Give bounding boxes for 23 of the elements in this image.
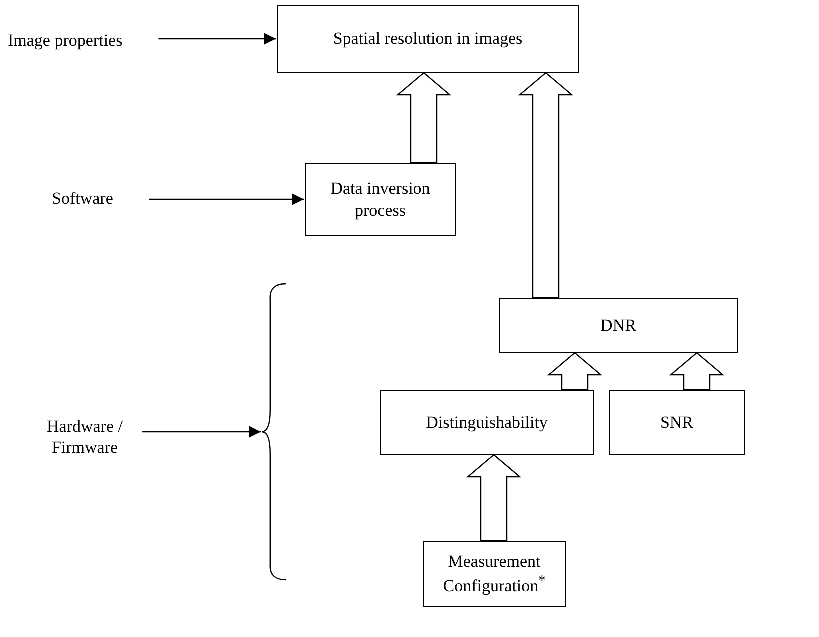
box-label: DNR xyxy=(600,314,636,336)
level-label: Hardware / Firmware xyxy=(46,416,124,458)
level-label: Software xyxy=(52,188,114,210)
process-box xyxy=(609,390,745,455)
box-label: SNR xyxy=(660,412,694,434)
box-label: Spatial resolution in images xyxy=(333,28,523,50)
process-box xyxy=(305,163,456,236)
process-box xyxy=(423,541,566,607)
hollow-arrow xyxy=(547,352,603,391)
process-box xyxy=(277,5,579,73)
hollow-arrow xyxy=(396,72,452,164)
arrow xyxy=(149,194,304,206)
box-label: Data inversion process xyxy=(330,178,432,221)
box-label: Measurement Configuration$^{*}$ xyxy=(442,551,547,597)
process-box xyxy=(499,298,738,353)
level-label: Image properties xyxy=(8,30,123,52)
hollow-arrow xyxy=(669,352,725,391)
arrow xyxy=(142,426,261,438)
box-label: Distinguishability xyxy=(426,412,548,434)
process-box xyxy=(380,390,594,455)
arrow xyxy=(158,33,276,45)
hollow-arrow xyxy=(466,454,522,542)
hollow-arrow xyxy=(518,72,574,299)
